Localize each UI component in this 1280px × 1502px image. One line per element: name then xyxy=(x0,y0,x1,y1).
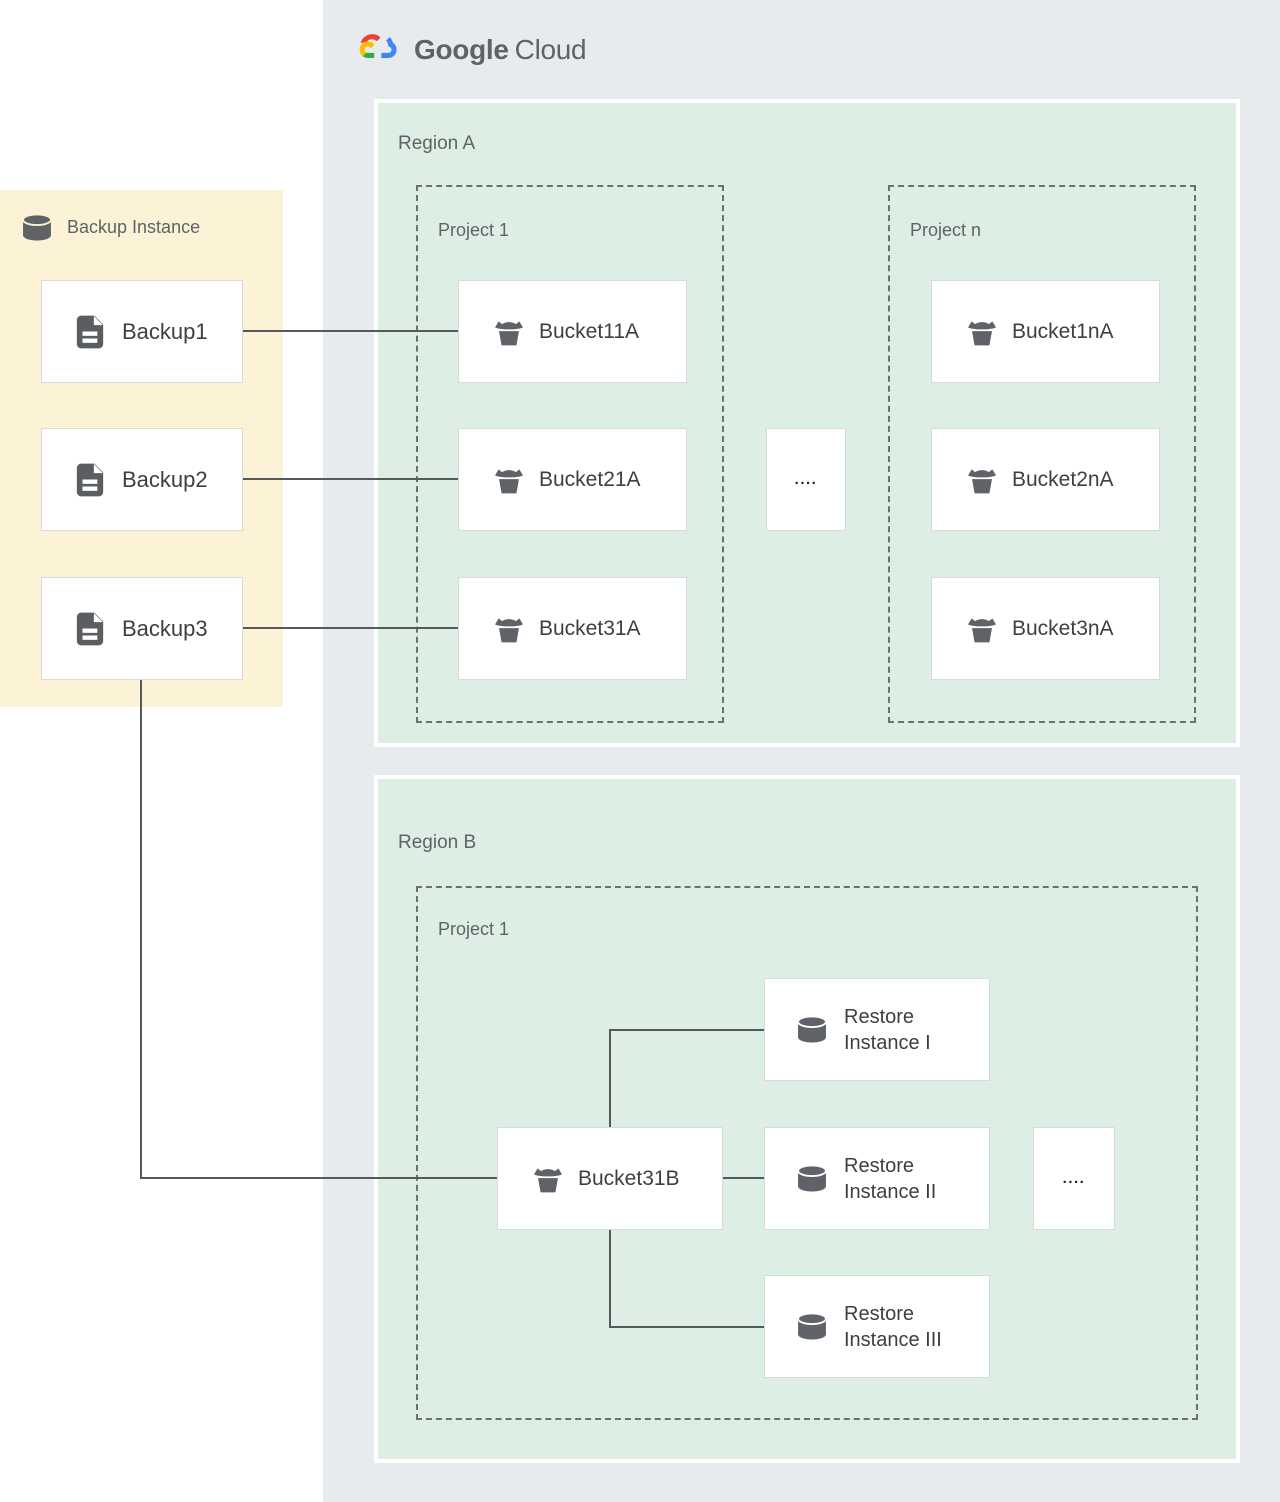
bucket21a-node: Bucket21A xyxy=(458,428,687,531)
connector-bucket31b-restore1-vertical xyxy=(609,1029,611,1127)
connector-bucket31b-restore3-horizontal xyxy=(609,1326,764,1328)
project-n-region-a-label: Project n xyxy=(910,220,982,240)
logo-text-cloud: Cloud xyxy=(514,34,587,65)
connector-bucket31b-restore3-vertical xyxy=(609,1230,611,1328)
database-icon xyxy=(22,213,52,241)
region-b-label: Region B xyxy=(398,832,477,853)
node-label: Bucket3nA xyxy=(1012,616,1114,640)
bucket-icon xyxy=(968,320,996,345)
backup-instance-title: Backup Instance xyxy=(67,217,201,237)
bucket2na-node: Bucket2nA xyxy=(931,428,1160,531)
bucket1na-node: Bucket1nA xyxy=(931,280,1160,383)
document-icon xyxy=(76,315,104,348)
database-icon xyxy=(797,1164,827,1192)
node-label: Bucket2nA xyxy=(1012,467,1114,491)
connector-bucket31b-restore1-horizontal xyxy=(609,1029,764,1031)
connector-bucket31b-restore2 xyxy=(723,1177,764,1179)
backup3-node: Backup3 xyxy=(41,577,243,680)
node-label: Bucket31B xyxy=(578,1166,680,1190)
connector-backup1-bucket11a xyxy=(243,330,458,332)
ellipsis-node-region-b: .... xyxy=(1033,1127,1115,1230)
project-1-region-b xyxy=(416,886,1198,1420)
node-label: Bucket31A xyxy=(539,616,641,640)
backup1-node: Backup1 xyxy=(41,280,243,383)
bucket11a-node: Bucket11A xyxy=(458,280,687,383)
project-1-region-b-label: Project 1 xyxy=(438,919,510,939)
project-1-region-a-label: Project 1 xyxy=(438,220,510,240)
bucket-icon xyxy=(495,320,523,345)
document-icon xyxy=(76,612,104,645)
project-n-region-a xyxy=(888,185,1196,723)
restore-instance-3-node: Restore Instance III xyxy=(764,1275,990,1378)
node-label: Bucket1nA xyxy=(1012,319,1114,343)
connector-backup3-bucket31b-vertical xyxy=(140,680,142,1179)
connector-backup3-bucket31b-horizontal xyxy=(140,1177,497,1179)
database-icon xyxy=(797,1312,827,1340)
bucket3na-node: Bucket3nA xyxy=(931,577,1160,680)
backup2-node: Backup2 xyxy=(41,428,243,531)
bucket-icon xyxy=(495,617,523,642)
project-1-region-a xyxy=(416,185,724,723)
restore-instance-1-node: Restore Instance I xyxy=(764,978,990,1081)
node-label: Backup3 xyxy=(122,615,208,641)
bucket-icon xyxy=(968,617,996,642)
region-a-label: Region A xyxy=(398,133,476,154)
bucket-icon xyxy=(968,468,996,493)
logo-text-google: Google xyxy=(414,34,509,65)
node-label: Backup2 xyxy=(122,466,208,492)
google-cloud-icon xyxy=(359,34,397,59)
bucket31b-node: Bucket31B xyxy=(497,1127,723,1230)
document-icon xyxy=(76,463,104,496)
node-label: Backup1 xyxy=(122,318,208,344)
backup-instance-header: Backup Instance xyxy=(18,212,200,243)
connector-backup2-bucket21a xyxy=(243,478,458,480)
ellipsis-node-region-a: .... xyxy=(766,428,846,531)
node-label: Bucket11A xyxy=(539,319,640,343)
connector-backup3-bucket31a xyxy=(243,627,458,629)
bucket-icon xyxy=(495,468,523,493)
database-icon xyxy=(797,1015,827,1043)
bucket31a-node: Bucket31A xyxy=(458,577,687,680)
restore-instance-2-node: Restore Instance II xyxy=(764,1127,990,1230)
bucket-icon xyxy=(534,1167,562,1192)
node-label: Restore Instance I xyxy=(844,1005,931,1054)
node-label: Restore Instance II xyxy=(844,1154,937,1203)
node-label: Restore Instance III xyxy=(844,1302,942,1351)
node-label: Bucket21A xyxy=(539,467,641,491)
